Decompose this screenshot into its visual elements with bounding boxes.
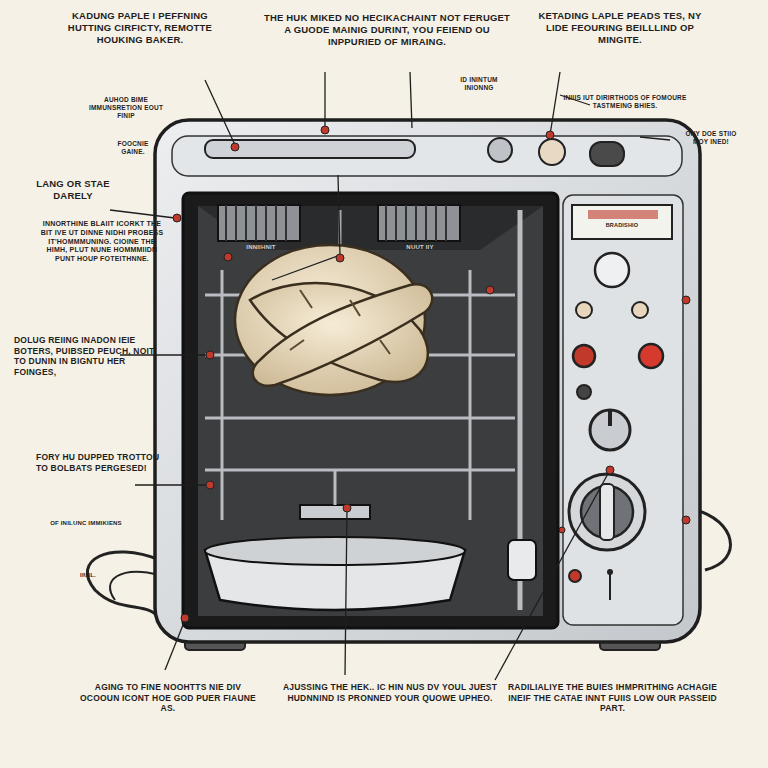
red-button	[573, 345, 595, 367]
callout-dot	[559, 527, 565, 533]
fan-fins	[226, 205, 286, 241]
machine-body	[155, 120, 700, 642]
knob-grip	[600, 484, 614, 540]
top-switch	[590, 142, 624, 166]
control-panel	[563, 195, 683, 625]
dial	[590, 410, 630, 450]
dough-score	[290, 290, 390, 354]
button	[577, 385, 591, 399]
leader-line	[345, 508, 347, 675]
power-cord	[87, 552, 160, 620]
callout-dot	[546, 131, 554, 139]
pan-shaft	[334, 470, 337, 505]
top-band	[172, 136, 682, 176]
dial-pointer	[608, 410, 612, 426]
rack-post	[221, 270, 224, 520]
callout-text: FORY HU DUPPED TROTTOU TO BOLBATS PERGES…	[36, 452, 161, 473]
callout-dot	[224, 253, 232, 261]
pan-mount	[300, 505, 370, 519]
knob	[595, 253, 629, 287]
part-label: NUUT IIY	[390, 244, 450, 252]
leader-lines	[110, 72, 670, 680]
button	[632, 302, 648, 318]
fan-fins	[386, 205, 446, 241]
heating-fan	[378, 205, 460, 241]
callout-note: FOOCNIE GAINE.	[108, 140, 158, 156]
callout-text: AJUSSING THE HEK.. IC HIN NUS DV YOUL JU…	[280, 682, 500, 703]
switch-tip	[607, 569, 613, 575]
gauge-marker	[588, 210, 658, 219]
callout-dot	[682, 516, 690, 524]
display-gauge	[572, 205, 672, 239]
callout-text: RADILIALIYE THE BUIES IHMPRITHING ACHAGI…	[505, 682, 720, 714]
callout-dot	[336, 254, 344, 262]
callout-note: OF INILUNC IMMIKIENS	[50, 520, 122, 528]
leader-line	[495, 470, 610, 680]
baking-chamber	[198, 206, 543, 616]
callout-text: DOLUG REIING INADON IEIE BOTERS, PUIBSED…	[14, 335, 164, 378]
callout-dot	[206, 481, 214, 489]
pan-rim	[205, 537, 465, 565]
callout-note: ONY DOE STIIO MOY INED!	[680, 130, 742, 146]
button	[576, 302, 592, 318]
callout-note: AUHOD BIME IMMUNSRETION EOUT FINIP	[82, 96, 170, 120]
leader-line	[110, 210, 175, 218]
callout-heading: KADUNG PAPLE I PEFFNING HUTTING CIRFICTY…	[50, 10, 230, 46]
callout-dot	[231, 143, 239, 151]
callout-dot	[321, 126, 329, 134]
callout-note: INIIIS IUT DIRIRTHODS OF FOMOURE TASTMEI…	[560, 94, 690, 110]
leader-line	[135, 484, 210, 485]
callout-dot	[486, 286, 494, 294]
callout-text: INNORTHINE BLAIIT ICORKT THE BIT IVE UT …	[40, 220, 164, 264]
callout-heading: LANG OR STAE DARELY	[36, 178, 110, 202]
top-button	[488, 138, 512, 162]
callout-dot	[606, 466, 614, 474]
indicator-light	[569, 570, 581, 582]
gauge-label: BRADISHIO	[582, 222, 662, 229]
fan-housing	[218, 205, 300, 241]
dough-strand	[253, 284, 432, 386]
callout-text: AGING TO FINE NOOHTTS NIE DIV OCOOUN ICO…	[78, 682, 258, 714]
leader-line	[205, 80, 235, 145]
red-button	[639, 344, 663, 368]
heating-fan	[218, 205, 300, 241]
callout-dot	[173, 214, 181, 222]
callout-dot	[206, 351, 214, 359]
callout-dot	[181, 614, 189, 622]
viewing-window	[183, 193, 558, 628]
callout-heading: KETADING LAPLE PEADS TES, NY LIDE FEOURI…	[535, 10, 705, 46]
leader-line	[324, 72, 325, 130]
rack-post	[469, 270, 472, 520]
leader-line	[410, 72, 412, 128]
callout-dot	[682, 296, 690, 304]
callout-note: ID ININTUM INIONNG	[448, 76, 510, 92]
part-label: INNIIHNIT	[226, 244, 296, 252]
callout-dots	[173, 126, 690, 622]
power-cord	[110, 572, 160, 600]
handle-slot	[205, 140, 415, 158]
top-button	[539, 139, 565, 165]
door-latch	[508, 540, 536, 580]
leader-line	[165, 620, 185, 670]
leader-line	[550, 72, 560, 135]
chamber-ceiling	[198, 206, 543, 250]
fan-housing	[378, 205, 460, 241]
callout-note: IIUIL.	[68, 572, 108, 580]
main-knob	[569, 474, 645, 550]
dough-knot	[235, 245, 432, 395]
callout-dot	[343, 504, 351, 512]
leader-line	[272, 175, 340, 280]
callout-heading: THE HUK MIKED NO HECIKACHAINT NOT FERUGE…	[262, 12, 512, 48]
leader-line	[640, 137, 670, 140]
